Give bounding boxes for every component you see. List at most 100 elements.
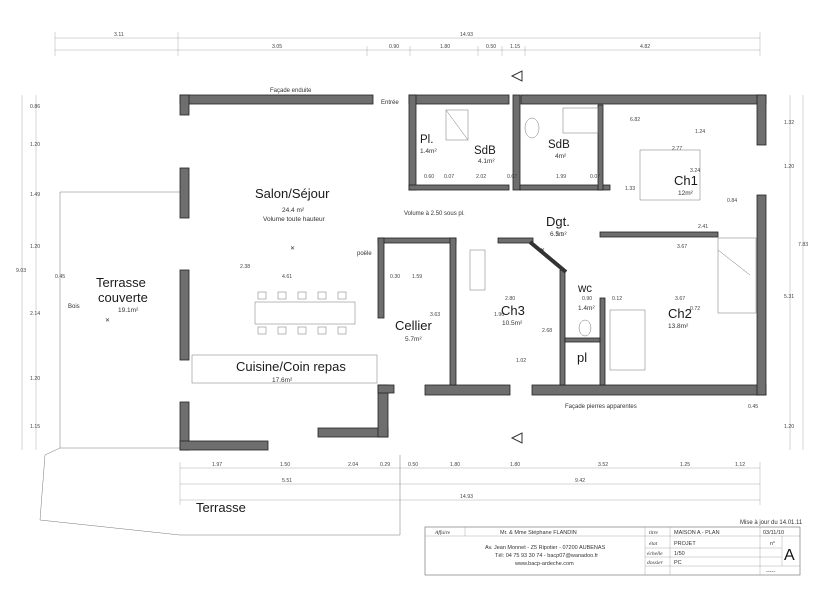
plan-notes: Volume à 2.50 sous pl. Façade enduite Fa… [68,88,803,526]
dim-bottom-2: 1.50 [280,462,290,468]
dim-inner-24: 0.07 [590,174,600,180]
dim-left-7: 1.20 [30,376,40,382]
room-pl-top-name: Pl. [420,134,433,146]
dim-top-3: 1.80 [440,44,450,50]
dim-left-2: 1.20 [30,142,40,148]
dim-inner-28: 1.02 [516,358,526,364]
dim-bottom-5: 0.50 [408,462,418,468]
room-wc-area: 1.4m² [578,305,595,312]
dim-bottom-7: 1.80 [510,462,520,468]
dim-inner-13: 2.38 [240,264,250,270]
room-cellier-area: 5.7m² [405,336,422,343]
room-terrasse-couverte-line1: Terrasse [96,275,146,290]
note-entree: Entrée [381,100,399,106]
dim-top-left: 3.11 [114,32,124,38]
room-cellier-name: Cellier [395,318,433,333]
dim-bottom-9: 1.25 [680,462,690,468]
dim-bottom-12: 9.42 [575,478,585,484]
svg-text:✕: ✕ [105,318,110,324]
title-block-sheet-label: n° [770,541,775,547]
note-bois: Bois [68,304,80,310]
dim-left-1: 0.86 [30,104,40,110]
note-volume: Volume à 2.50 sous pl. [404,211,465,217]
dim-bottom-8: 3.52 [598,462,608,468]
dim-bottom-4: 0.29 [380,462,390,468]
title-block-phone: Tél: 04 75 93 30 74 - bacp07@wanadoo.fr [495,553,598,559]
room-ch2-name: Ch2 [668,306,692,321]
dim-inner-16: 2.68 [542,328,552,334]
title-block-value-titre: MAISON A - PLAN [674,530,720,536]
dim-right-total: 7.83 [798,242,808,248]
room-sdb1-name: SdB [474,145,496,157]
svg-text:✕: ✕ [290,246,295,252]
dim-top-2: 0.90 [389,44,399,50]
room-salon-note: Volume toute hauteur [263,216,326,223]
dim-inner-8: 0.12 [612,296,622,302]
room-cuisine-name: Cuisine/Coin repas [236,359,346,374]
room-sdb2-name: SdB [548,139,570,151]
dim-inner-11: 1.59 [412,274,422,280]
dim-inner-21: 2.02 [476,174,486,180]
dimension-lines [21,32,804,505]
dim-inner-17: 1.96 [494,312,504,318]
room-sdb2-area: 4m² [555,153,567,160]
room-pl-bottom-name: pl [577,350,587,365]
dim-left-8: 1.15 [30,424,40,430]
room-salon-area: 24.4 m² [282,207,305,214]
title-block-label-etat: état [649,541,658,547]
dim-left-4: 1.20 [30,244,40,250]
room-salon-name: Salon/Séjour [255,186,330,201]
dim-right-2: 1.20 [784,164,794,170]
dim-top-1: 3.05 [272,44,282,50]
dim-bottom-11: 5.51 [282,478,292,484]
title-block-date: 03/11/10 [763,530,784,536]
room-pl-top-area: 1.4m² [420,148,437,155]
dim-inner-7: 3.67 [675,296,685,302]
room-labels: Salon/Séjour 24.4 m² Volume toute hauteu… [96,134,698,515]
dim-top-6: 4.82 [640,44,650,50]
dim-inner-25: 1.33 [625,186,635,192]
title-block-value-dossier: PC [674,560,682,566]
title-block-client: Mr. & Mme Stéphane FLANDIN [500,530,577,536]
walls [179,94,767,451]
dim-bottom-3: 2.04 [348,462,358,468]
title-block-client-label: Affaire [434,529,451,536]
dim-inner-23: 1.99 [556,174,566,180]
dim-bottom-10: 1.12 [735,462,745,468]
dim-bottom-6: 1.80 [450,462,460,468]
title-block-frame [424,526,801,576]
dim-right-4: 1.20 [784,424,794,430]
dim-inner-14: 4.61 [282,274,292,280]
room-terrasse-couverte-line2: couverte [98,290,148,305]
room-terrasse-couverte-area: 19.1m² [118,307,139,314]
orientation-arrows [510,70,523,444]
dim-bottom-1: 1.97 [212,462,222,468]
title-block-label-dossier: dossier [647,560,664,566]
dim-right-1: 1.32 [784,120,794,126]
room-sdb1-area: 4.1m² [478,158,495,165]
note-poele: poële [357,251,372,257]
room-ch2-area: 13.8m² [668,323,689,330]
dimension-texts: 14.93 3.11 3.05 0.90 1.80 0.50 1.15 4.82… [16,32,808,500]
title-block-label-titre: titre [649,530,659,536]
dim-top-total: 14.93 [460,32,473,38]
dim-inner-2: 2.77 [672,146,682,152]
dim-inner-29: 0.45 [748,404,758,410]
dim-left-total: 9.03 [16,268,26,274]
room-dgt-area: 6.5m² [550,231,567,238]
dim-inner-26: 0.72 [690,306,700,312]
dim-inner-1: 6.82 [630,117,640,123]
dim-inner-22: 0.07 [507,174,517,180]
ceiling-marks: ✕ ✕ ✕ [105,246,545,324]
dim-inner-3: 1.24 [695,129,705,135]
dim-inner-5: 0.84 [727,198,737,204]
dim-inner-6: 3.67 [677,244,687,250]
dim-inner-9: 2.80 [505,296,515,302]
dim-top-5: 1.15 [510,44,520,50]
room-terrasse-name: Terrasse [196,500,246,515]
furniture [191,107,757,384]
room-ch1-name: Ch1 [674,173,698,188]
room-cuisine-area: 17.6m² [272,377,293,384]
title-block-label-echelle: échelle [647,551,663,557]
